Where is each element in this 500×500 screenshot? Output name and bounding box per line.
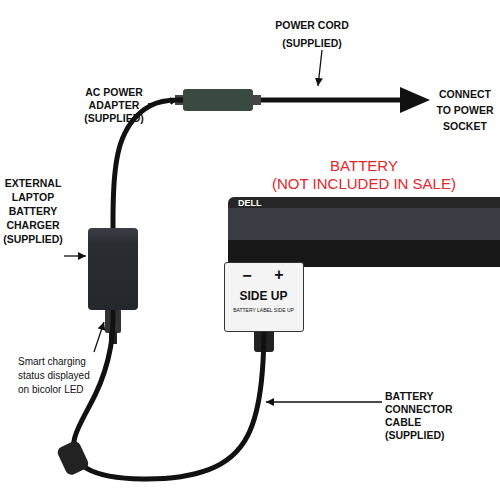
battery-heading: BATTERY [228, 157, 500, 174]
polarity-sign: + [269, 266, 289, 284]
polarity-sign: − [237, 267, 257, 285]
ferrite-bead [56, 439, 90, 476]
power-adapter: AC POWER ADAPTER (SUPPLIED) [183, 89, 253, 111]
battery-charger: EXTERNAL LAPTOP BATTERY CHARGER (SUPPLIE… [88, 228, 138, 310]
power-cord [255, 98, 404, 103]
battery-connector: −+ SIDE UP BATTERY LABEL SIDE UP [224, 262, 304, 332]
leader-line [94, 322, 104, 352]
part-label: AC POWER ADAPTER (SUPPLIED) [82, 86, 146, 125]
leader-line [318, 50, 322, 86]
note-label: Smart charging status displayed on bicol… [18, 355, 98, 397]
leader-line [266, 401, 382, 402]
part-label: EXTERNAL LAPTOP BATTERY CHARGER (SUPPLIE… [0, 176, 66, 246]
orientation-mark: SIDE UP [225, 289, 302, 303]
battery-note: (NOT INCLUDED IN SALE) [228, 175, 500, 192]
part-label: BATTERY CONNECTOR CABLE (SUPPLIED) [385, 390, 459, 442]
strain-relief [252, 95, 261, 105]
brand-logo: DELL [238, 198, 278, 209]
part-label: POWER CORD (SUPPLIED) [262, 16, 362, 52]
cable [73, 310, 264, 479]
leader-line [64, 255, 86, 256]
socket-arrowhead [400, 87, 430, 113]
part-label: CONNECT TO POWER SOCKET [434, 86, 496, 134]
laptop-battery: BATTERY(NOT INCLUDED IN SALE)DELL [228, 197, 500, 267]
orientation-note: BATTERY LABEL SIDE UP [225, 307, 302, 313]
